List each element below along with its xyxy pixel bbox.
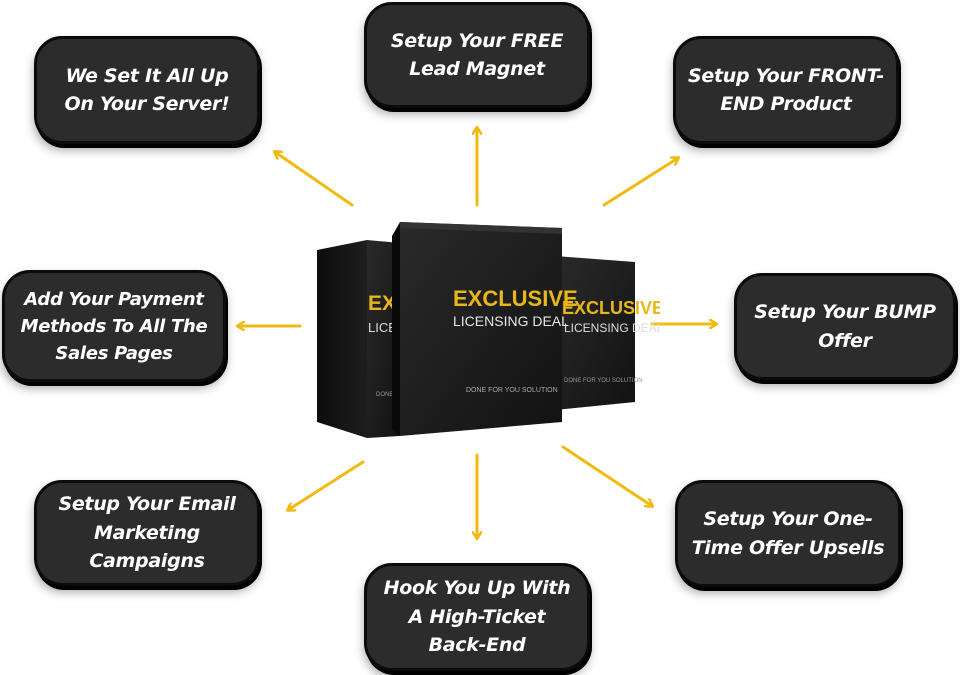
bubble-upsells: Setup Your One-Time Offer Upsells [675, 480, 901, 587]
bubble-bump: Setup Your BUMP Offer [734, 273, 956, 380]
bubble-back-end: Hook You Up With A High-Ticket Back-End [364, 563, 590, 671]
bubble-front-end-text: Setup Your FRONT-END Product [688, 64, 884, 116]
arrow-to-email [288, 460, 365, 510]
arrow-to-we-set-up [275, 152, 354, 207]
center-box-tagline: DONE FOR YOU SOLUTION [466, 387, 558, 394]
center-box-subtitle: LICENSING DEAL [453, 313, 569, 329]
bubble-we-set-up: We Set It All Up On Your Server! [34, 36, 260, 144]
bubble-lead-magnet: Setup Your FREE Lead Magnet [364, 2, 590, 108]
bubble-payment: Add Your Payment Methods To All The Sale… [2, 270, 226, 382]
bubble-back-end-text: Hook You Up With A High-Ticket Back-End [383, 577, 571, 657]
right-box-tagline: DONE FOR YOU SOLUTION [564, 378, 643, 384]
center-box-title: EXCLUSIVE [453, 286, 578, 311]
right-box-subtitle: LICENSING DEAL [564, 321, 660, 335]
product-box-group: EXCLUSIVE LICENSING DEAL DONE FOR YOU SO… [317, 222, 660, 438]
bubble-upsells-text: Setup Your One-Time Offer Upsells [691, 508, 885, 559]
bubble-payment-text: Add Your Payment Methods To All The Sale… [20, 288, 208, 364]
bubble-we-set-up-text: We Set It All Up On Your Server! [64, 64, 230, 116]
bubble-email-text: Setup Your Email Marketing Campaigns [58, 493, 236, 573]
arrow-to-upsells [561, 445, 652, 506]
right-product-box: EXCLUSIVE LICENSING DEAL DONE FOR YOU SO… [555, 256, 660, 410]
bubble-email: Setup Your Email Marketing Campaigns [34, 480, 260, 586]
bubble-bump-text: Setup Your BUMP Offer [754, 301, 936, 352]
right-box-title: EXCLUSIVE [562, 298, 660, 318]
bubble-front-end: Setup Your FRONT-END Product [673, 36, 899, 144]
center-product-box: EXCLUSIVE LICENSING DEAL DONE FOR YOU SO… [392, 222, 578, 436]
bubble-lead-magnet-text: Setup Your FREE Lead Magnet [390, 29, 564, 81]
arrow-to-front-end [602, 158, 678, 207]
